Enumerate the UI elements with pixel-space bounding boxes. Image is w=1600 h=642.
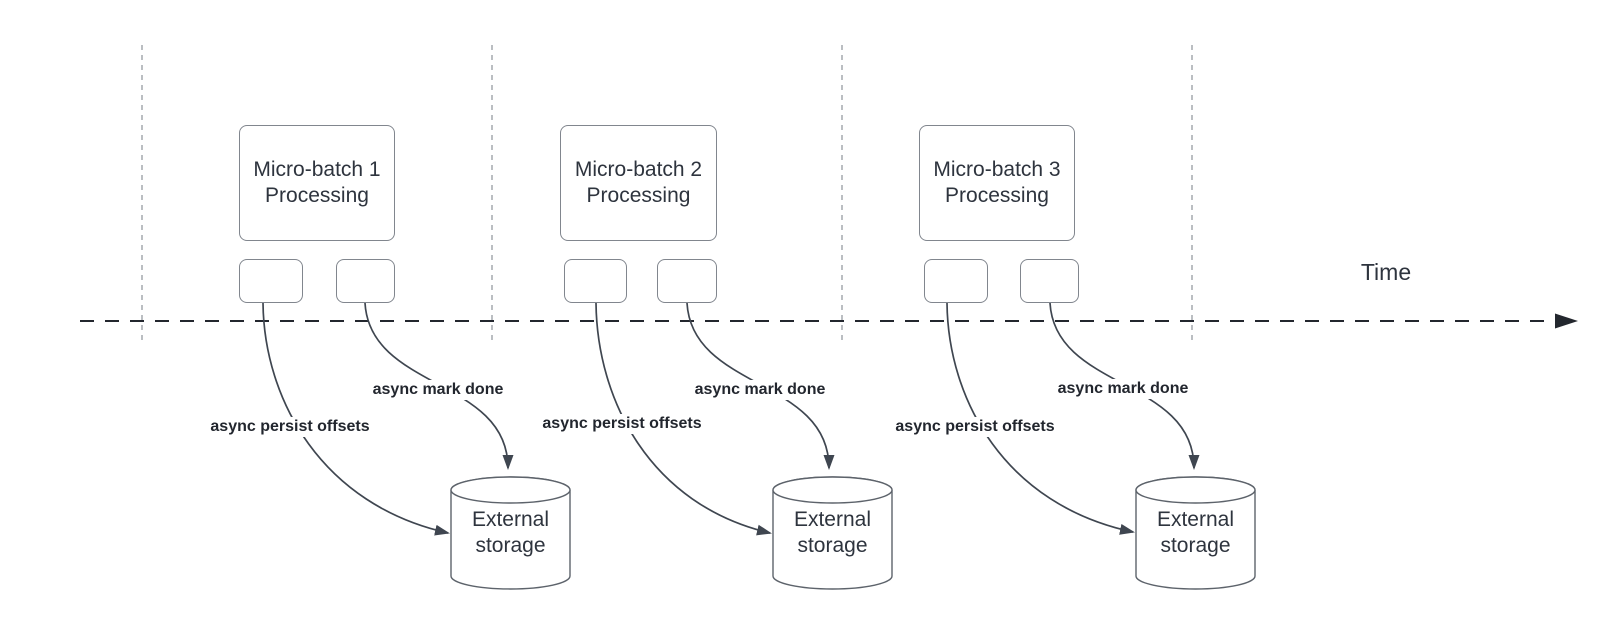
- batch-title: Micro-batch 3: [933, 158, 1061, 181]
- storage-cylinder-2: [772, 476, 893, 590]
- storage-line2: storage: [1160, 534, 1231, 557]
- storage-cylinder-1: [450, 476, 571, 590]
- persist-offsets-label-2: async persist offsets: [538, 414, 706, 434]
- mark-done-label-2: async mark done: [690, 380, 830, 400]
- task-box-persist-1: [239, 259, 303, 303]
- task-box-done-1: [336, 259, 395, 303]
- persist-offsets-arrow-1: [262, 302, 450, 536]
- storage-line2: storage: [475, 534, 546, 557]
- micro-batch-box-2: Micro-batch 2 Processing: [560, 125, 717, 241]
- time-axis-label: Time: [1360, 259, 1412, 285]
- mark-done-label-1: async mark done: [368, 380, 508, 400]
- persist-offsets-arrow-2: [595, 302, 772, 536]
- storage-line1: External: [793, 508, 872, 531]
- storage-cylinder-3: [1135, 476, 1256, 590]
- external-storage-label-1: External storage: [451, 507, 570, 559]
- storage-line1: External: [471, 508, 550, 531]
- external-storage-label-3: External storage: [1136, 507, 1255, 559]
- time-axis-arrowhead-icon: [1555, 313, 1578, 329]
- task-box-persist-2: [564, 259, 627, 303]
- micro-batch-box-1: Micro-batch 1 Processing: [239, 125, 395, 241]
- micro-batch-box-3: Micro-batch 3 Processing: [919, 125, 1075, 241]
- batch-subtitle: Processing: [945, 184, 1049, 207]
- task-box-done-3: [1020, 259, 1079, 303]
- persist-offsets-label-3: async persist offsets: [891, 417, 1059, 437]
- batch-subtitle: Processing: [586, 184, 691, 207]
- mark-done-label-3: async mark done: [1053, 379, 1193, 399]
- persist-offsets-label-1: async persist offsets: [206, 417, 374, 437]
- external-storage-label-2: External storage: [773, 507, 892, 559]
- batch-subtitle: Processing: [265, 184, 369, 207]
- batch-title: Micro-batch 2: [574, 158, 703, 181]
- storage-line2: storage: [797, 534, 868, 557]
- storage-line1: External: [1156, 508, 1235, 531]
- task-box-done-2: [657, 259, 717, 303]
- batch-title: Micro-batch 1: [253, 158, 381, 181]
- persist-offsets-arrow-3: [946, 302, 1135, 535]
- task-box-persist-3: [924, 259, 988, 303]
